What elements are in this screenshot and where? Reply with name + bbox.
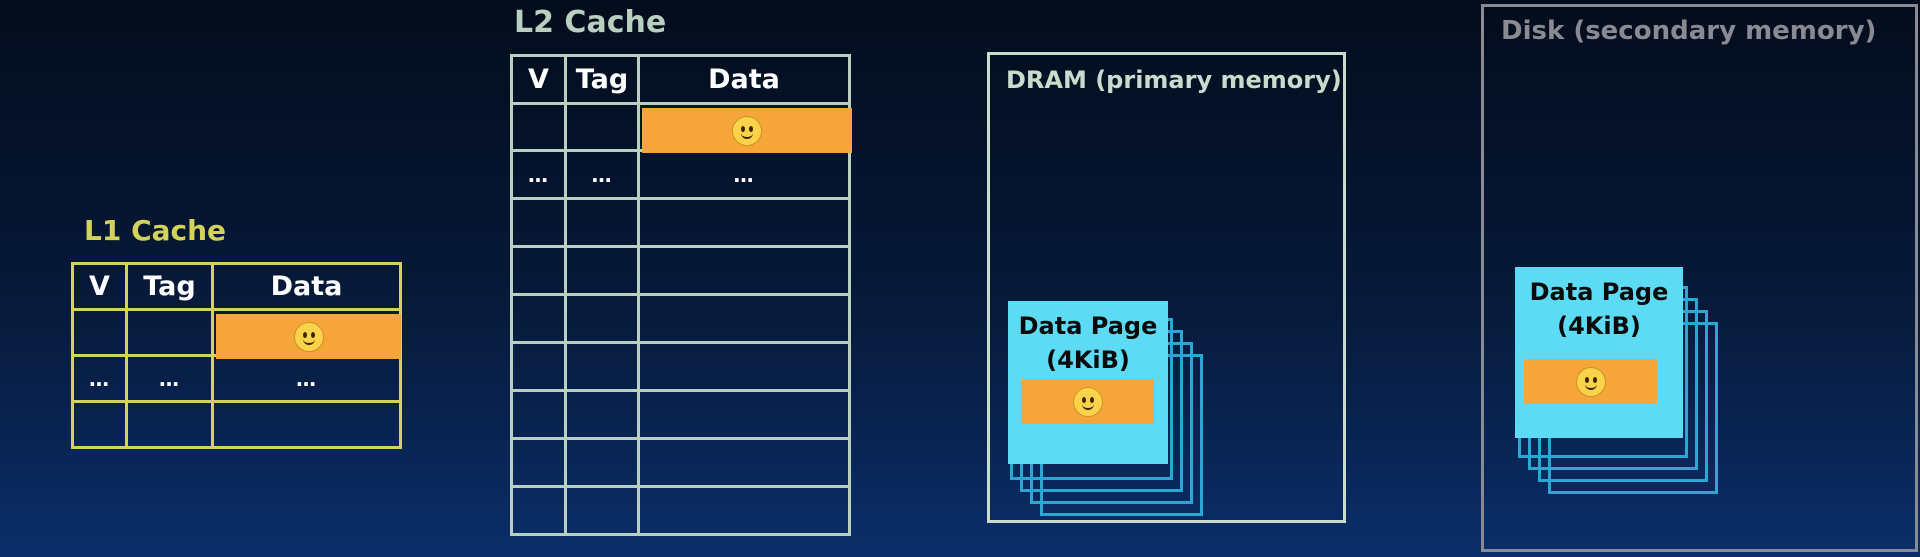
ellipsis-cell: … <box>637 149 851 200</box>
l2-data-block <box>642 108 852 153</box>
l1-cache-title: L1 Cache <box>84 214 227 247</box>
disk-data-page: Data Page (4KiB) <box>1515 267 1683 438</box>
table-header-row: V Tag Data <box>71 262 402 311</box>
l1-cache-table: V Tag Data … … … <box>71 262 402 449</box>
disk-data-block <box>1524 359 1657 404</box>
smiley-icon <box>1575 366 1606 397</box>
column-header-v: V <box>510 54 567 105</box>
page-size-label: (4KiB) <box>1557 312 1641 340</box>
dram-data-block <box>1021 379 1154 424</box>
smiley-icon <box>732 115 762 146</box>
column-header-tag: Tag <box>125 262 214 311</box>
page-label: Data Page <box>1018 312 1158 340</box>
ellipsis-cell: … <box>125 354 214 403</box>
page-label: Data Page <box>1529 278 1669 306</box>
table-header-row: V Tag Data <box>510 54 851 105</box>
column-header-tag: Tag <box>564 54 640 105</box>
table-row <box>510 245 851 296</box>
ellipsis-cell: … <box>564 149 640 200</box>
column-header-data: Data <box>211 262 402 311</box>
table-row <box>510 197 851 248</box>
table-row <box>510 485 851 536</box>
disk-region: Disk (secondary memory) <box>1481 4 1918 552</box>
disk-title: Disk (secondary memory) <box>1501 16 1877 46</box>
table-row: … … … <box>510 149 851 200</box>
ellipsis-cell: … <box>510 149 567 200</box>
page-size-label: (4KiB) <box>1046 346 1130 374</box>
table-row <box>510 437 851 488</box>
ellipsis-cell: … <box>211 354 402 403</box>
table-row: … … … <box>71 354 402 403</box>
table-row <box>71 400 402 449</box>
table-row <box>510 293 851 344</box>
l2-cache-table: V Tag Data … … … <box>510 54 851 536</box>
ellipsis-cell: … <box>71 354 128 403</box>
l2-cache-title: L2 Cache <box>514 5 667 40</box>
dram-region: DRAM (primary memory) <box>987 52 1346 523</box>
dram-title: DRAM (primary memory) <box>1006 66 1342 94</box>
column-header-v: V <box>71 262 128 311</box>
l1-data-block <box>216 314 401 359</box>
smiley-icon <box>1072 386 1103 417</box>
smiley-icon <box>293 321 324 352</box>
table-row <box>510 341 851 392</box>
table-row <box>510 389 851 440</box>
column-header-data: Data <box>637 54 851 105</box>
